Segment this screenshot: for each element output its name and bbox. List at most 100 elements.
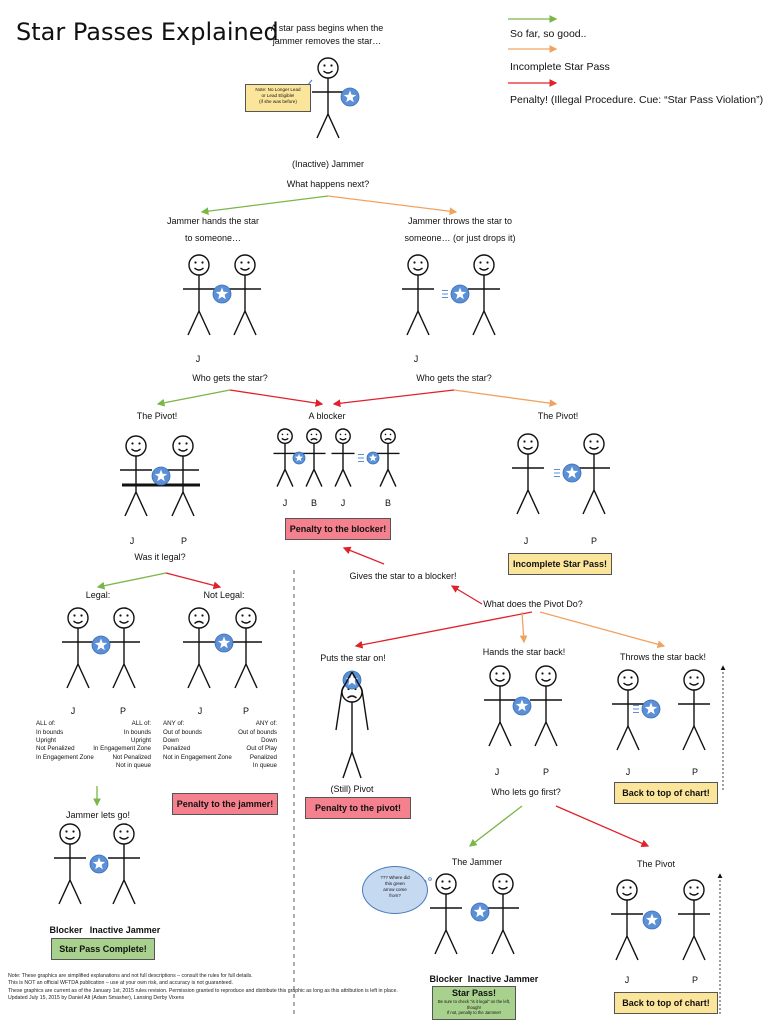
stick-figure-head [616,879,638,901]
stick-figure-eye [194,614,197,617]
stick-figure-head [172,435,194,457]
stick-figure-eye [689,886,692,889]
star-icon [215,287,229,300]
stick-figure-leg [499,721,512,747]
stick-figure-leg [616,725,629,751]
arrow-hands-back [519,611,528,644]
star-icon [453,287,467,300]
lead-note-line1: Note: No Longer Lead [255,87,301,92]
condition-item: In Engagement Zone [36,753,94,761]
stick-figure-eye [240,261,243,264]
stick-figure-leg [233,310,246,336]
star-pass-complete-box: Star Pass Complete! [51,938,155,960]
footnote: Note: These graphics are simplified expl… [8,973,398,1002]
legend-good: So far, so good.. [510,28,587,40]
arrow-gives-blocker [342,546,385,565]
stick-figure-eye [541,672,544,675]
back-to-top-box-1: Back to top of chart! [614,782,718,804]
stick-figure-mouth [65,836,75,840]
label-j: J [624,975,630,985]
j-legal-all-of: ALL of: [36,720,56,727]
stick-figure-leg [123,663,136,689]
stick-figure-head [306,428,322,445]
inactive-jammer-label: (Inactive) Jammer [291,159,365,169]
page-title: Star Passes Explained [16,18,279,46]
stick-figure-eye [630,676,633,679]
stick-figure-mouth [178,448,188,452]
stick-figure-leg [182,491,195,517]
stick-figure-mouth [384,438,392,441]
the-jammer: The Jammer [451,857,503,867]
cloud-line2: this green [385,881,405,886]
stick-figure-eye [201,261,204,264]
label-j: J [70,706,76,716]
arrow-throws-blocker [332,389,455,408]
condition-item: Upright [131,737,151,745]
blocker-label: Blocker [49,925,83,935]
stick-figure-leg [534,721,547,747]
stick-figure-arms [351,671,369,731]
stick-figure-leg [483,310,496,336]
footnote-line4: Updated July 15, 2015 by Daniel Alt (Ada… [8,994,185,1001]
condition-item: Down [261,737,277,745]
star-icon [294,453,304,462]
stick-figure-leg [305,469,315,487]
stick-figure-eye [589,440,592,443]
stick-figure-head [188,254,210,276]
stick-figure-leg [112,879,125,905]
stick-figure-leg [135,491,148,517]
label-j: J [195,354,201,364]
star-pass-title: Star Pass! [451,988,497,998]
stick-figure-leg [123,879,136,905]
stick-figure-eye [548,672,551,675]
stick-figure-mouth [623,682,633,686]
stick-figure-leg [69,879,82,905]
stick-figure-leg [327,113,340,139]
stick-figure-leg [582,489,595,515]
lead-note-line3: (if she was before) [259,99,297,104]
stick-figure-mouth [241,620,251,624]
stick-figure-head [125,435,147,457]
stick-figure-leg [245,663,258,689]
arrow-to-hands [200,195,329,216]
hands-star-back: Hands the star back! [482,647,566,657]
stick-figure-mouth [541,678,551,682]
condition-item: Not Penalized [36,745,75,753]
star-icon [473,905,487,918]
stick-figure-head [113,823,135,845]
jammer-lets-go: Jammer lets go! [65,810,131,820]
hands-line2: to someone… [184,233,242,243]
stick-figure-head [188,607,210,629]
not-legal-heading: Not Legal: [203,590,245,600]
condition-item: Penalized [163,745,191,753]
stick-figure-leg [527,489,540,515]
stick-figure-eye [622,886,625,889]
condition-item: Out of bounds [163,729,202,736]
stick-figure-leg [502,929,515,955]
p-legal-all-of: ALL of: [131,720,151,727]
stick-figure-leg [284,469,294,487]
stick-figure-eye [315,433,318,436]
arrow-throws-back [539,611,666,649]
stick-figure-leg [615,935,628,961]
stick-figure-mouth [479,267,489,271]
label-p: P [242,706,250,716]
stick-figure-eye [138,442,141,445]
stick-figure-mouth [689,682,699,686]
stick-figure-eye [384,433,387,436]
condition-item: In bounds [123,729,151,736]
cloud-line3: arrow come [383,887,407,892]
condition-item: In bounds [36,729,64,736]
legend-penalty: Penalty! (Illegal Procedure. Cue: “Star … [510,94,764,106]
stick-figure-mouth [495,678,505,682]
stick-figure-leg [545,721,558,747]
stick-figure-eye [505,880,508,883]
footnote-line3: These graphics are current as of the Jan… [8,987,398,994]
stick-figure-head [473,254,495,276]
stick-figure-head [617,669,639,691]
stick-figure-eye [696,886,699,889]
stick-figure-leg [244,310,257,336]
stick-figure-eye [339,433,342,436]
